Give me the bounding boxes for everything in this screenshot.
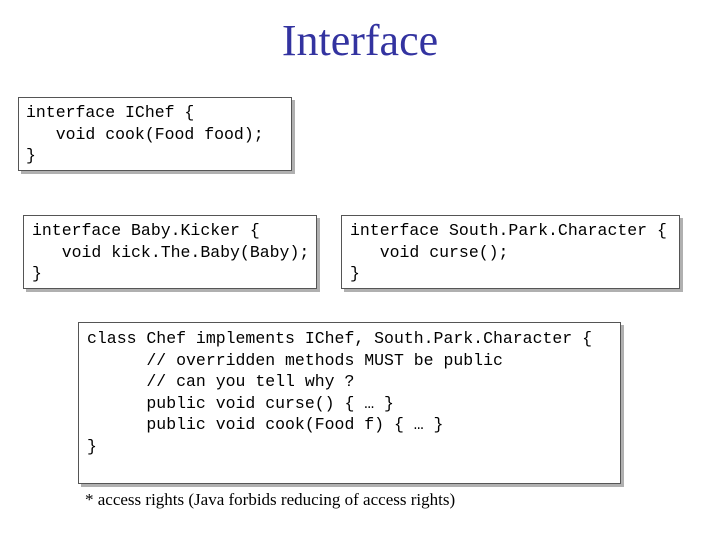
babykicker-code: interface Baby.Kicker { void kick.The.Ba… (32, 221, 310, 283)
footnote: * access rights (Java forbids reducing o… (85, 490, 456, 509)
chef-class-box: class Chef implements IChef, South.Park.… (78, 322, 621, 484)
southpark-interface-box: interface South.Park.Character { void cu… (341, 215, 680, 289)
ichef-interface-box: interface IChef { void cook(Food food); … (18, 97, 292, 171)
chef-code: class Chef implements IChef, South.Park.… (87, 329, 592, 456)
southpark-code: interface South.Park.Character { void cu… (350, 221, 667, 283)
ichef-code: interface IChef { void cook(Food food); … (26, 103, 264, 165)
slide-title: Interface (281, 16, 439, 65)
babykicker-interface-box: interface Baby.Kicker { void kick.The.Ba… (23, 215, 317, 289)
